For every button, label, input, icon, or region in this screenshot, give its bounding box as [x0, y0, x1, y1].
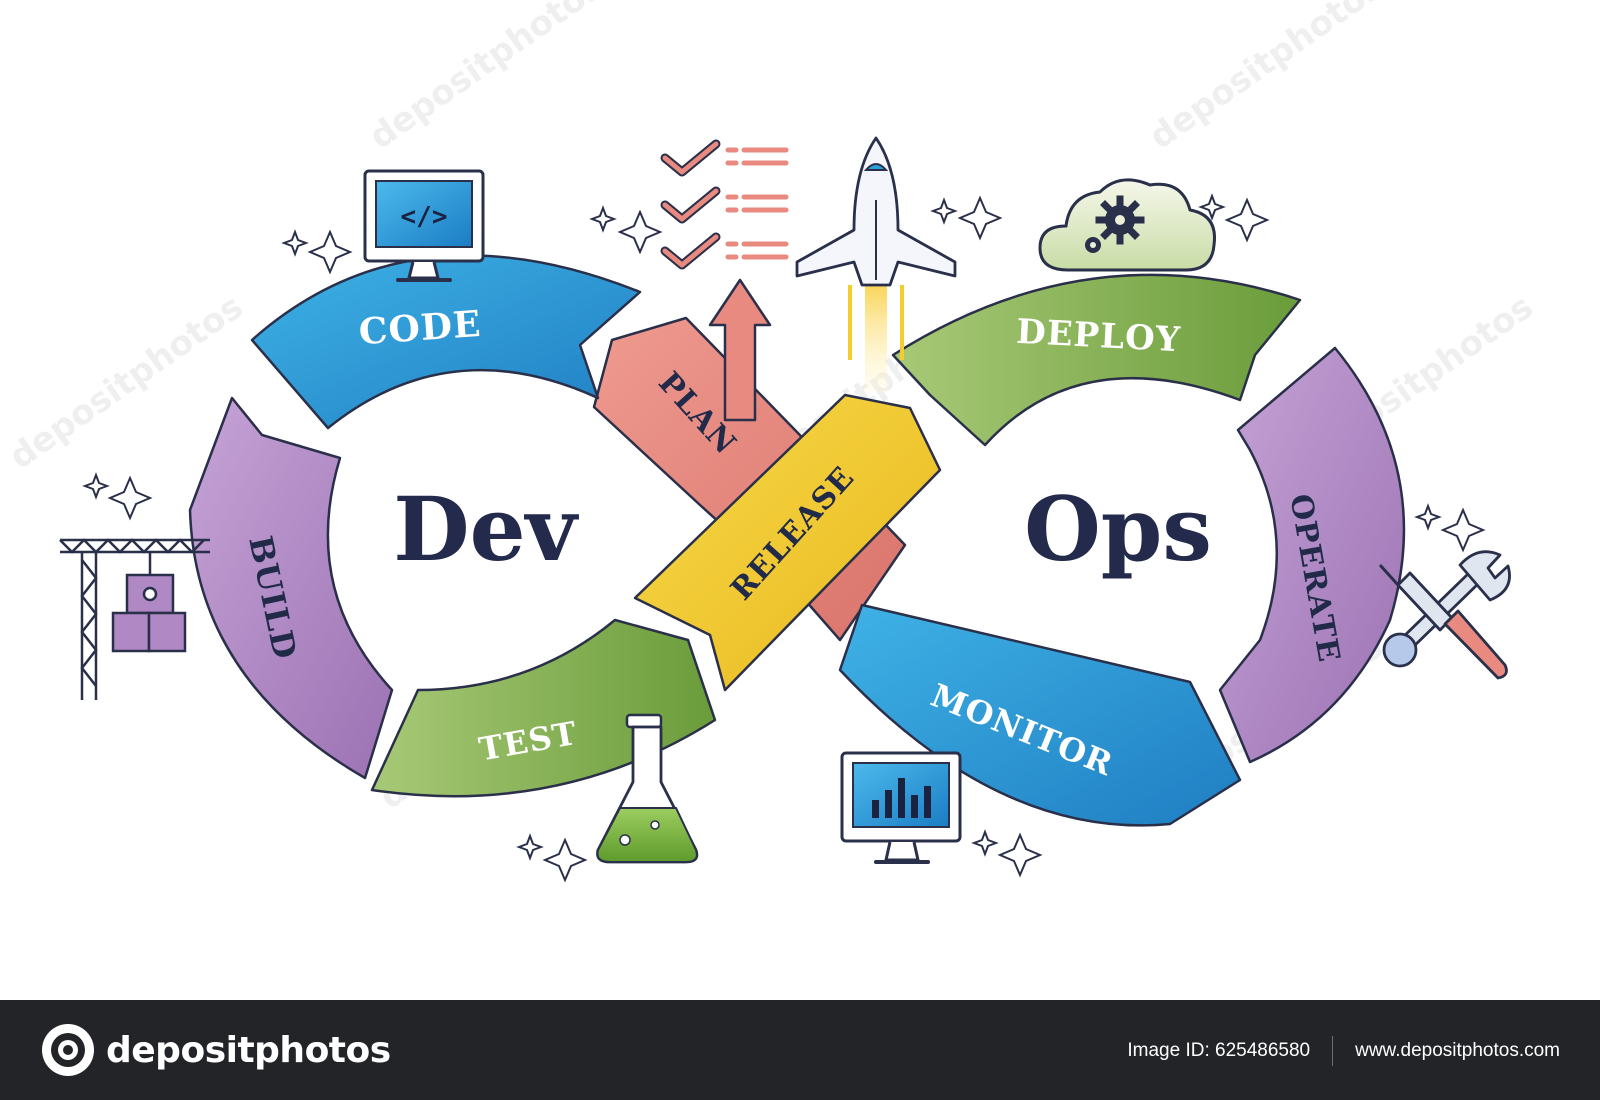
sparkle-icon [82, 472, 110, 500]
sparkle-icon [542, 837, 588, 883]
sparkle-icon [589, 205, 617, 233]
sparkle-icon-group [82, 193, 1486, 883]
stage-code: CODE [250, 254, 642, 430]
sparkle-icon [997, 832, 1043, 878]
devops-infinity-diagram: depositphotos depositphotos depositphoto… [2, 0, 1541, 883]
checklist-icon [660, 139, 789, 270]
sparkle-icon [971, 829, 999, 857]
stage-build: BUILD [188, 396, 394, 780]
dev-label: Dev [393, 477, 579, 581]
sparkle-icon [617, 209, 663, 255]
image-meta: Image ID: 625486580 www.depositphotos.co… [1127, 1036, 1560, 1066]
camera-logo-icon [42, 1024, 94, 1076]
brand-name: depositphotos [106, 1029, 391, 1071]
sparkle-icon [107, 475, 153, 521]
sparkle-icon [1440, 507, 1486, 553]
sparkle-icon [1224, 197, 1270, 243]
site-url[interactable]: www.depositphotos.com [1355, 1040, 1560, 1061]
rocket-icon [795, 136, 957, 392]
sparkle-icon [516, 833, 544, 861]
stage-operate: OPERATE [1218, 346, 1406, 764]
footer-bar: depositphotos Image ID: 625486580 www.de… [0, 1000, 1600, 1100]
monitor-code-icon: </> [363, 169, 485, 282]
sparkle-icon [957, 195, 1003, 241]
arrow-up-icon [708, 278, 772, 422]
monitor-chart-icon [840, 751, 962, 864]
crane-puzzle-icon [59, 538, 210, 700]
sparkle-icon [1198, 193, 1226, 221]
sparkle-icon [1414, 503, 1442, 531]
footer-divider [1332, 1036, 1334, 1066]
watermark-text: depositphotos [362, 0, 610, 157]
depositphotos-logo[interactable]: depositphotos [40, 1022, 391, 1078]
stage-deploy: DEPLOY [891, 273, 1302, 447]
deploy-label: DEPLOY [1015, 312, 1182, 361]
sparkle-icon [307, 229, 353, 275]
tools-icon [1378, 550, 1511, 680]
code-label: CODE [358, 303, 483, 353]
cloud-gears-icon [1038, 178, 1216, 272]
watermark-text: depositphotos [1142, 0, 1390, 157]
image-id: Image ID: 625486580 [1127, 1040, 1311, 1061]
flask-icon [596, 713, 699, 864]
svg-text:</>: </> [401, 202, 448, 232]
sparkle-icon [930, 197, 958, 225]
ops-label: Ops [1024, 477, 1212, 581]
stage-test: TEST [370, 618, 717, 798]
sparkle-icon [281, 229, 309, 257]
